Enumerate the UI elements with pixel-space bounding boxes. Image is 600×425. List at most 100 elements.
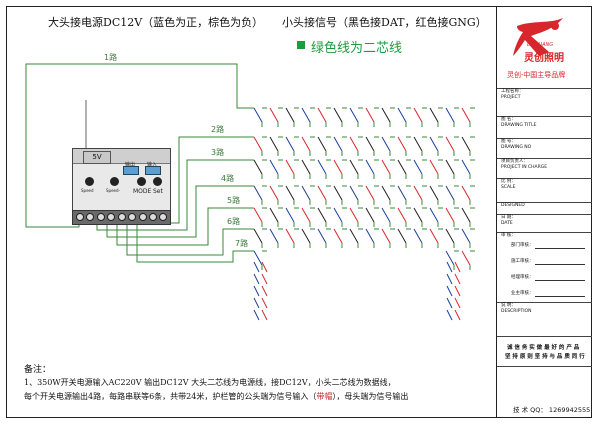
- led-tube-segment: [461, 207, 471, 223]
- drawing-title-row: 图 名：DRAWING TITLE: [497, 116, 592, 138]
- output-port: [123, 166, 139, 175]
- led-tube-segment: [301, 159, 311, 175]
- led-tube-segment: [253, 185, 263, 201]
- project-cn: 工程名称：: [501, 89, 524, 94]
- led-tube-segment: [333, 136, 343, 152]
- input-port: [145, 166, 161, 175]
- speed-down-knob[interactable]: [110, 177, 119, 186]
- approval-construction-line: [535, 264, 585, 265]
- wire-label-7: 7路: [235, 239, 249, 248]
- led-tube-segment: [317, 185, 327, 201]
- voltage-label: 5V: [83, 151, 111, 164]
- contact-row: [497, 366, 592, 418]
- led-tube-segment: [445, 250, 455, 266]
- mode-knob[interactable]: [137, 177, 146, 186]
- led-tube-segment: [429, 136, 439, 152]
- led-tube-segment: [381, 107, 391, 123]
- led-tube-segment: [261, 285, 268, 297]
- led-tube-segment: [397, 228, 407, 244]
- led-tube-segment: [381, 185, 391, 201]
- led-tube-segment: [333, 207, 343, 223]
- date-en: DATE: [501, 220, 513, 226]
- wire-6: [126, 223, 254, 256]
- drawing-title-en: DRAWING TITLE: [501, 122, 537, 128]
- led-tube-segment: [446, 273, 453, 285]
- led-tube-segment: [413, 207, 423, 223]
- led-tube-segment: [285, 207, 295, 223]
- terminal: [86, 213, 94, 221]
- led-tube-segment: [285, 228, 295, 244]
- terminal: [97, 213, 105, 221]
- wire-label-3: 3路: [211, 148, 225, 157]
- led-tube-segment: [429, 185, 439, 201]
- led-tube-segment: [454, 261, 461, 273]
- approval-dept-line: [535, 248, 585, 249]
- set-knob[interactable]: [153, 177, 162, 186]
- notes-line-2: 每个开关电源输出4路，每路串联等6条，共带24米，护栏管的公头端为信号输入（带帽…: [24, 391, 408, 402]
- brand-logo: [513, 18, 563, 56]
- designed-row: DESIGNED: [497, 202, 592, 214]
- led-tube-segment: [253, 261, 260, 273]
- led-tube-segment: [413, 107, 423, 123]
- led-tube-segment: [349, 185, 359, 201]
- set-label: Set: [153, 188, 163, 195]
- led-tube-segment: [397, 107, 407, 123]
- terminal: [149, 213, 157, 221]
- speed-minus-label: Speed-: [106, 188, 120, 193]
- led-tube-segment: [261, 273, 268, 285]
- led-tube-segment: [333, 228, 343, 244]
- led-tube-segment: [446, 261, 453, 273]
- led-tube-segment: [461, 107, 471, 123]
- approval-dept: 部门审核：: [511, 243, 534, 248]
- led-tube-segment: [461, 159, 471, 175]
- wire-3: [96, 159, 254, 231]
- scale-row: 比 例：SCALE: [497, 178, 592, 202]
- led-tube-segment: [253, 159, 263, 175]
- led-tube-segment: [429, 228, 439, 244]
- led-tube-segment: [445, 136, 455, 152]
- led-tube-segment: [253, 273, 260, 285]
- led-tube-segment: [445, 159, 455, 175]
- wire-label-4: 4路: [221, 174, 235, 183]
- signal-note: 小头接信号（黑色接DAT，红色接GNG）: [282, 16, 487, 29]
- speed-up-knob[interactable]: [85, 177, 94, 186]
- led-tube-segment: [317, 207, 327, 223]
- designed-label: DESIGNED: [501, 203, 525, 208]
- terminal: [76, 213, 84, 221]
- approval-row: 审 核：: [497, 232, 592, 302]
- led-tube-segment: [446, 297, 453, 309]
- led-tube-segment: [333, 159, 343, 175]
- approval-owner: 业主审核：: [511, 291, 534, 296]
- wire-label-5: 5路: [227, 196, 241, 205]
- drawing-no-row: 图 号：DRAWING NO: [497, 138, 592, 158]
- drawing-frame: [6, 6, 592, 418]
- led-tube-segment: [317, 159, 327, 175]
- terminal: [107, 213, 115, 221]
- in-charge-row: 项目负责人：PROJECT IN CHARGE: [497, 158, 592, 178]
- led-tube-segment: [317, 136, 327, 152]
- led-tube-segment: [253, 136, 263, 152]
- led-tube-segment: [285, 159, 295, 175]
- led-tube-segment: [349, 136, 359, 152]
- led-tube-segment: [365, 207, 375, 223]
- led-tube-segment: [269, 107, 279, 123]
- project-row: 工程名称：PROJECT: [497, 88, 592, 116]
- led-tube-segment: [445, 207, 455, 223]
- terminal-block: [72, 210, 171, 225]
- tech-qq: 技 术 QQ： 1269942555: [513, 406, 591, 414]
- motto-1: 诚 信 务 实 做 最 好 的 产 品: [507, 345, 580, 351]
- controller-box: 5V 输出 输入 Speed Speed- MODE Set: [72, 148, 171, 212]
- title-block: L-CHUANG 灵创照明 灵创·中国主导品牌 工程名称：PROJECT 图 名…: [496, 6, 592, 418]
- led-tube-segment: [301, 107, 311, 123]
- led-tube-segment: [365, 185, 375, 201]
- project-en: PROJECT: [501, 94, 521, 100]
- led-tube-segment: [454, 309, 461, 321]
- wire-label-6: 6路: [227, 217, 241, 226]
- approval-owner-line: [535, 296, 585, 297]
- in-charge-cn: 项目负责人：: [501, 159, 528, 164]
- led-tube-segment: [349, 159, 359, 175]
- led-tube-segment: [397, 136, 407, 152]
- led-tube-segment: [253, 207, 263, 223]
- brand-cn: 灵创照明: [524, 53, 564, 64]
- wire-7: [136, 223, 254, 263]
